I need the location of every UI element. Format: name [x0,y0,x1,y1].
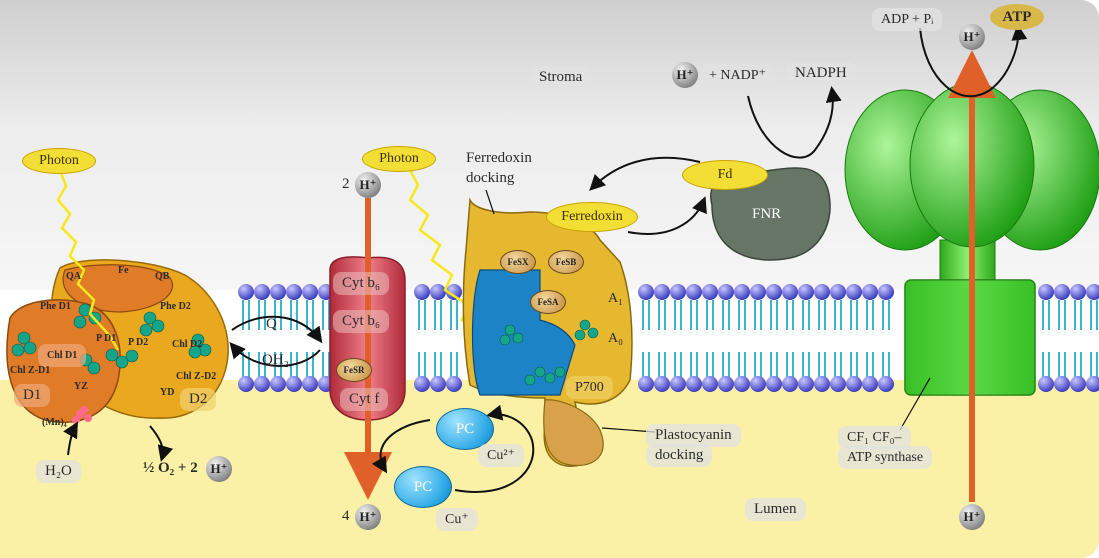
lumen-label: Lumen [745,498,806,521]
q-label: Q [266,316,277,332]
nadph-label: NADPH [786,62,856,85]
fd-molecule: Fd [682,160,768,190]
fes-a-cluster: FeSA [530,290,566,314]
cf-label-line1: CF₁ CF₀– [838,426,911,449]
cyt-f-label: Cyt f [340,388,389,411]
mn-cluster-label: (Mn)₄ [42,417,67,428]
stroma-label: Stroma [530,66,592,89]
fes-b-cluster: FeSB [548,250,584,274]
ferredoxin-docking-line1: Ferredoxin [466,150,532,166]
pc-top: PC [436,408,494,450]
psi-core [471,269,576,396]
phe-d1-label: Phe D1 [40,301,71,312]
p-d1-label: P D1 [96,333,117,344]
atp-label: ATP [990,4,1044,30]
d1-label: D1 [14,384,51,407]
membrane-tails [242,300,1098,382]
membrane-heads [238,284,1099,392]
h-plus-stroma-atp: H⁺ [959,24,985,50]
fe-label: Fe [118,265,129,276]
h-plus-stroma-nadp: H⁺ [672,62,698,88]
yz-label: YZ [74,381,88,392]
cu2-label: Cu²⁺ [478,444,524,467]
qb-label: QB [155,271,170,282]
two-protons-count: 2 [342,176,350,192]
ferredoxin-docking-line2: docking [466,170,515,186]
fnr-label: FNR [752,206,782,222]
h-plus-stroma-cyt: H⁺ [355,172,381,198]
chl-z-d2-label: Chl Z-D2 [176,371,217,382]
plastocyanin-docking-site [543,399,604,467]
chl-d1-label: Chl D1 [38,344,87,367]
water-label: H₂O [36,460,81,483]
phe-d2-label: Phe D2 [160,301,191,312]
a1-label: A₁ [608,291,623,306]
pc-bottom: PC [394,466,452,508]
qh2-label: QH₂ [262,352,289,368]
adp-pi-label: ADP + Pᵢ [872,8,943,31]
fes-x-cluster: FeSX [500,250,536,274]
chl-z-d1-label: Chl Z-D1 [10,365,51,376]
a0-label: A₀ [608,331,623,346]
photon-path-left [56,169,120,351]
cyt-b6-label-2: Cyt b₆ [333,310,390,333]
yd-label: YD [160,387,175,398]
four-protons-count: 4 [342,508,350,524]
plastocyanin-docking-line1: Plastocyanin [646,424,741,447]
h-plus-lumen-cyt: H⁺ [355,504,381,530]
h-plus-lumen-atp: H⁺ [959,504,985,530]
oxygen-label: ½ O₂ + 2 [143,460,198,476]
p700-label: P700 [566,376,613,399]
cu1-label: Cu⁺ [436,508,478,531]
ferredoxin-molecule: Ferredoxin [546,202,638,232]
d2-label: D2 [180,388,217,411]
psi-chlorophylls [499,319,599,386]
chl-d2-label: Chl D2 [172,339,203,350]
qa-label: QA [66,271,81,282]
h-plus-lumen-psii: H⁺ [206,456,232,482]
plastocyanin-docking-line2: docking [646,444,713,467]
fes-r-cluster: FeSR [336,358,372,382]
nadp-label: + NADP⁺ [700,64,775,87]
cyt-b6-label-1: Cyt b₆ [333,272,390,295]
photon-right: Photon [362,146,436,172]
photon-path-right [408,169,506,361]
p-d2-label: P D2 [128,337,149,348]
cf-label-line2: ATP synthase [838,446,933,469]
photon-left: Photon [22,148,96,174]
